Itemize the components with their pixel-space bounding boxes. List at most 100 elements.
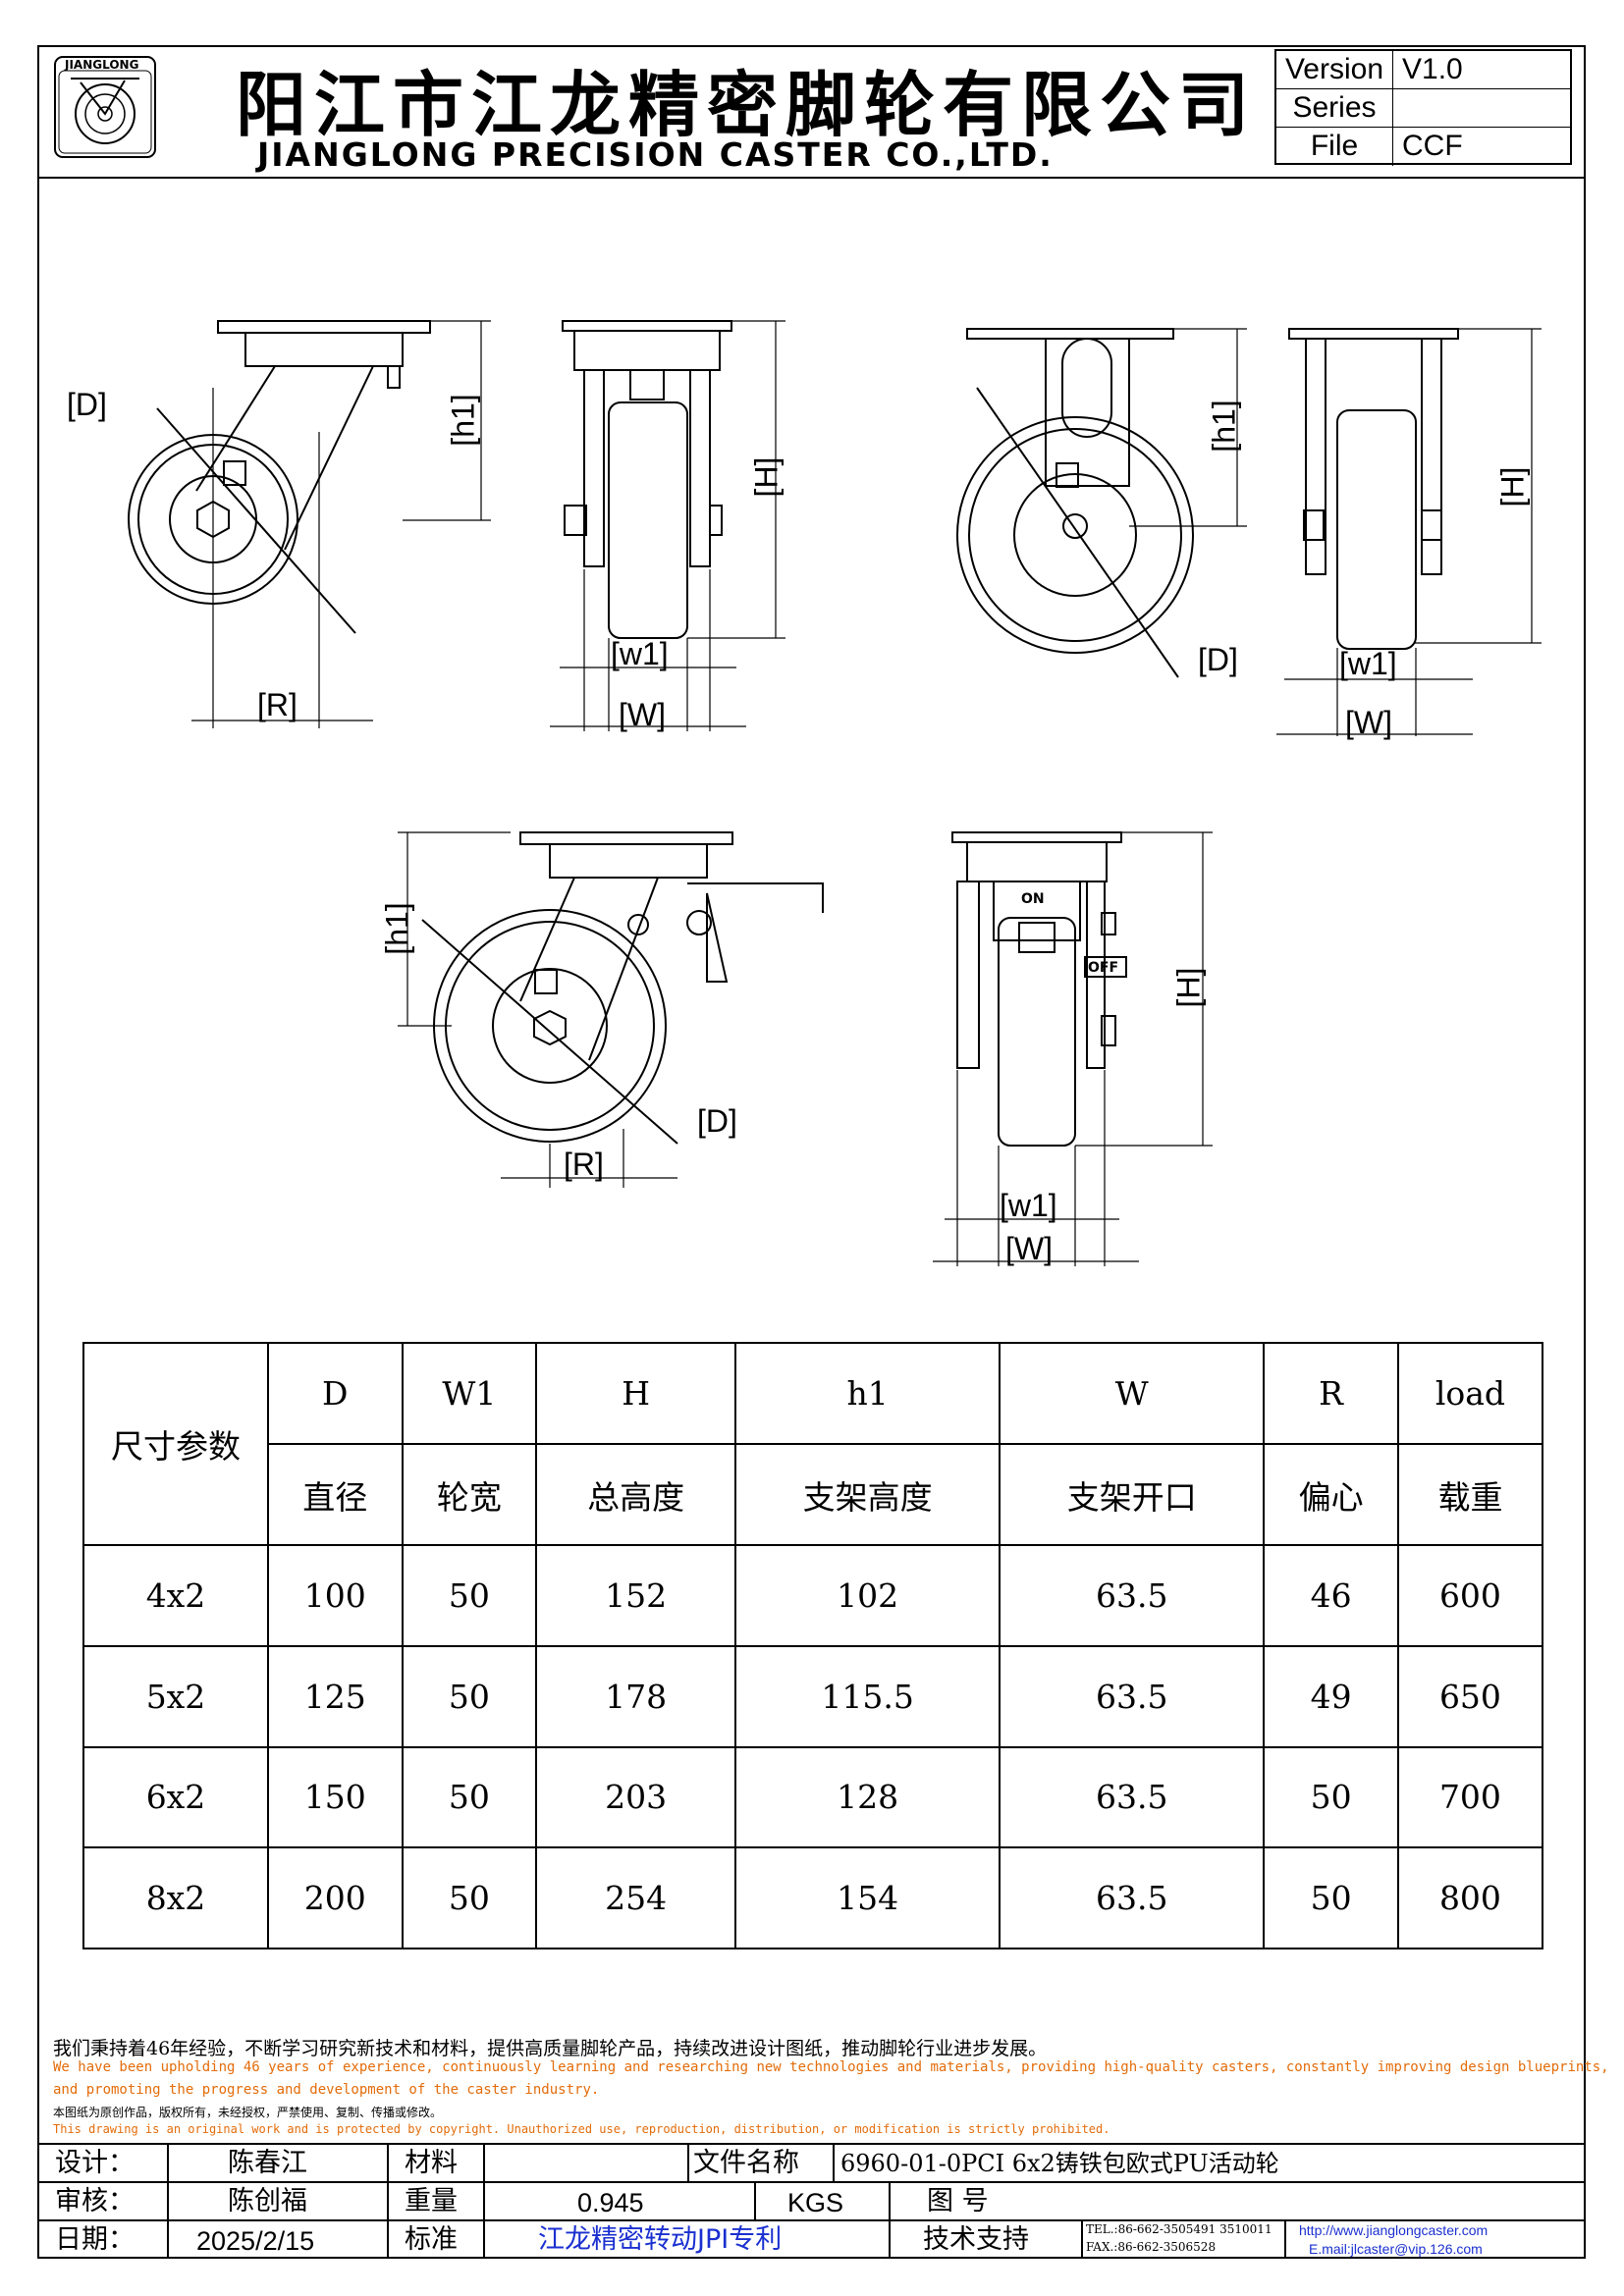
col-code-h: H: [535, 1342, 737, 1445]
col-code-w: W: [999, 1342, 1266, 1445]
reviewer-value: 陈创福: [228, 2186, 307, 2216]
row-header-cell: 尺寸参数: [82, 1342, 269, 1546]
company-name-cn: 阳江市江龙精密脚轮有限公司: [236, 64, 1258, 146]
header-divider: [37, 177, 1586, 179]
dim-r-view5: [R]: [564, 1147, 604, 1182]
dim-w-view4: [W]: [1345, 705, 1392, 740]
value-cell: 203: [535, 1745, 737, 1849]
value-cell: 50: [401, 1544, 538, 1647]
value-cell: 254: [535, 1846, 737, 1949]
version-row: Version V1.0: [1276, 51, 1570, 89]
note-en-1: We have been upholding 46 years of exper…: [53, 2059, 1609, 2075]
value-cell: 63.5: [999, 1846, 1266, 1949]
drawing-no-label: 图 号: [927, 2186, 989, 2216]
tb-divider: [754, 2181, 756, 2219]
note-en-2: and promoting the progress and developme…: [53, 2082, 600, 2098]
website-link[interactable]: http://www.jianglongcaster.com: [1299, 2222, 1489, 2238]
rigid-side-view: [956, 328, 1247, 678]
table-row: 4x2 100 50 152 102 63.5 46 600: [82, 1544, 1544, 1647]
fax-text: FAX.:86-662-3506528: [1086, 2240, 1217, 2254]
drawing-frame: [37, 45, 1586, 2259]
dim-r-view1: [R]: [257, 687, 298, 722]
tb-divider: [889, 2181, 891, 2259]
titleblock-row2: [37, 2219, 1586, 2221]
dim-d-view3: [D]: [1198, 642, 1238, 677]
dim-w1-view6: [w1]: [1000, 1188, 1057, 1223]
dim-h-view2: [H]: [748, 456, 785, 498]
note-en-3: This drawing is an original work and is …: [53, 2122, 1110, 2136]
version-value: V1.0: [1402, 53, 1463, 85]
value-cell: 125: [267, 1644, 404, 1748]
version-label: Version: [1284, 53, 1384, 85]
value-cell: 50: [401, 1846, 538, 1949]
value-cell: 154: [734, 1846, 1001, 1949]
tb-divider: [833, 2143, 835, 2181]
tb-divider: [387, 2143, 389, 2259]
value-cell: 63.5: [999, 1745, 1266, 1849]
value-cell: 102: [734, 1544, 1001, 1647]
value-cell: 150: [267, 1745, 404, 1849]
dim-w1-view2: [w1]: [611, 636, 669, 671]
series-label: Series: [1292, 91, 1377, 124]
value-cell: 115.5: [734, 1644, 1001, 1748]
col-name-h1: 支架高度: [734, 1443, 1001, 1546]
review-label: 审核：: [55, 2186, 135, 2216]
brake-front-view: [933, 831, 1213, 1266]
value-cell: 128: [734, 1745, 1001, 1849]
col-name-w1: 轮宽: [401, 1443, 538, 1546]
titleblock-top: [37, 2143, 1586, 2145]
value-cell: 50: [1263, 1846, 1399, 1949]
weight-label: 重量: [405, 2186, 458, 2216]
value-cell: 800: [1396, 1846, 1544, 1949]
weight-unit: KGS: [787, 2188, 844, 2217]
standard-label: 标准: [405, 2224, 458, 2255]
design-label: 设计：: [55, 2148, 135, 2178]
logo-text: JIANGLONG: [65, 58, 139, 72]
value-cell: 600: [1396, 1544, 1544, 1647]
col-name-load: 载重: [1396, 1443, 1544, 1546]
titleblock-row1: [37, 2181, 1586, 2183]
dim-w1-view4: [w1]: [1339, 646, 1397, 681]
value-cell: 100: [267, 1544, 404, 1647]
series-row: Series: [1276, 89, 1570, 128]
value-cell: 650: [1396, 1644, 1544, 1748]
spec-table: 尺寸参数 D W1 H h1 W R load 直径 轮宽 总高度 支架高度 支…: [82, 1342, 1544, 1949]
swivel-front-view: [550, 320, 785, 731]
size-cell: 6x2: [82, 1745, 269, 1849]
value-cell: 50: [401, 1745, 538, 1849]
weight-value: 0.945: [577, 2188, 644, 2217]
col-name-r: 偏心: [1263, 1443, 1399, 1546]
date-label: 日期：: [55, 2224, 135, 2255]
col-code-load: load: [1396, 1342, 1544, 1445]
value-cell: 63.5: [999, 1644, 1266, 1748]
dim-w-view2: [W]: [619, 697, 666, 732]
dim-h1-view5: [h1]: [379, 902, 415, 955]
table-row: 5x2 125 50 178 115.5 63.5 49 650: [82, 1644, 1544, 1748]
size-cell: 8x2: [82, 1846, 269, 1949]
material-label: 材料: [405, 2148, 458, 2178]
tb-divider: [687, 2143, 689, 2181]
file-label: File: [1310, 130, 1359, 162]
value-cell: 63.5: [999, 1544, 1266, 1647]
support-label: 技术支持: [923, 2224, 1029, 2255]
col-code-h1: h1: [734, 1342, 1001, 1445]
rigid-front-view: [1276, 328, 1542, 736]
tb-divider: [1284, 2219, 1286, 2259]
designer-value: 陈春江: [228, 2148, 307, 2178]
value-cell: 700: [1396, 1745, 1544, 1849]
value-cell: 178: [535, 1644, 737, 1748]
email-text[interactable]: E.mail:jlcaster@vip.126.com: [1309, 2241, 1483, 2257]
file-row: File CCF: [1276, 128, 1570, 166]
table-row: 6x2 150 50 203 128 63.5 50 700: [82, 1745, 1544, 1849]
dim-d-view5: [D]: [697, 1103, 737, 1139]
value-cell: 46: [1263, 1544, 1399, 1647]
version-block: Version V1.0 Series File CCF: [1274, 49, 1572, 166]
note-cn-1: 我们秉持着46年经验，不断学习研究新技术和材料，提供高质量脚轮产品，持续改进设计…: [53, 2038, 1048, 2059]
filename-value: 6960-01-0PCI 6x2铸铁包欧式PU活动轮: [840, 2150, 1279, 2177]
value-cell: 50: [401, 1644, 538, 1748]
filename-label: 文件名称: [693, 2148, 799, 2178]
dim-h-view6: [H]: [1170, 967, 1207, 1008]
dim-d-view1: [D]: [67, 387, 107, 422]
note-cn-2: 本图纸为原创作品，版权所有，未经授权，严禁使用、复制、传播或修改。: [53, 2106, 443, 2119]
company-name-en: JIANGLONG PRECISION CASTER CO.,LTD.: [257, 135, 1054, 174]
